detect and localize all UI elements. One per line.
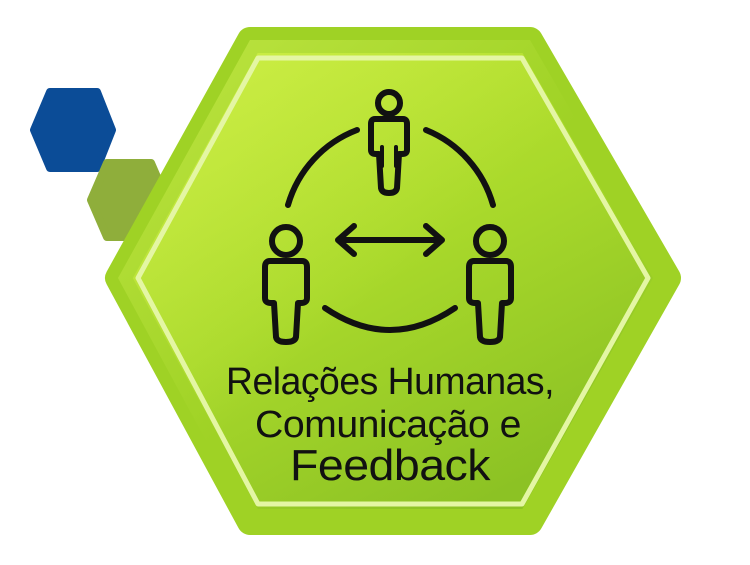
cycle-arc-right xyxy=(423,127,496,208)
person-top-icon xyxy=(368,89,410,196)
people-exchange-cycle-icon xyxy=(262,89,514,345)
main-hexagon-inner-border xyxy=(135,55,651,507)
main-hexagon-shine xyxy=(118,40,668,522)
cycle-arc-bottom xyxy=(322,305,458,333)
badge-title-line-1: Relações Humanas, xyxy=(226,361,554,403)
badge-title-line-2: Comunicação e xyxy=(255,404,521,446)
decorative-blue-hexagon xyxy=(30,88,116,172)
double-arrow-icon xyxy=(335,223,445,257)
cycle-arc-left xyxy=(285,127,360,208)
badge-title-line-3: Feedback xyxy=(290,441,492,490)
person-left-icon xyxy=(262,224,310,345)
person-right-icon xyxy=(466,224,514,345)
